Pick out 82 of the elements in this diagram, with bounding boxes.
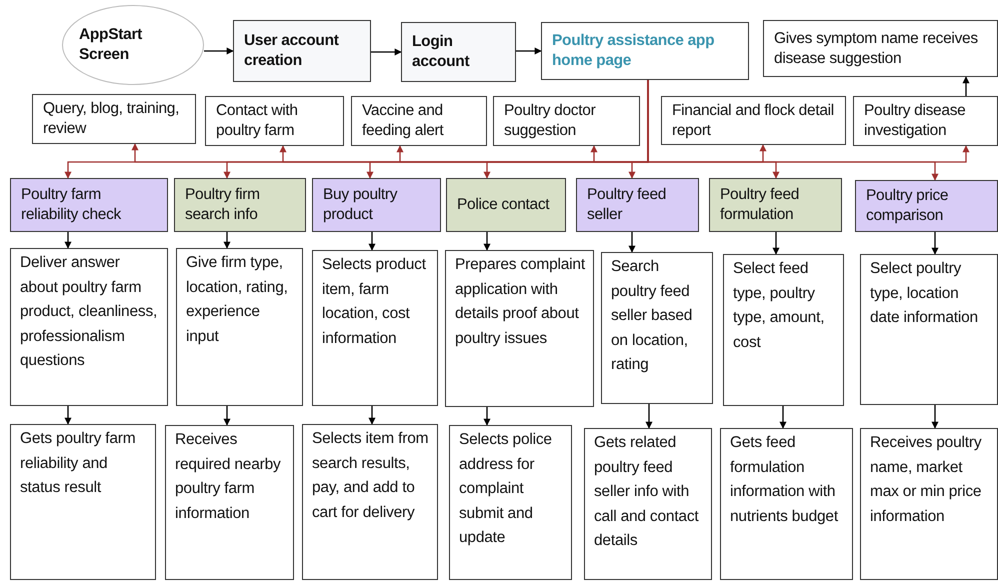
process-box bbox=[584, 428, 712, 580]
node-label: Contact with poultry farm bbox=[216, 101, 299, 141]
process-box bbox=[176, 248, 303, 406]
process-box bbox=[32, 94, 196, 144]
feature-box bbox=[576, 178, 699, 232]
process-box bbox=[723, 254, 844, 406]
arrow bbox=[772, 232, 780, 255]
arrow bbox=[224, 406, 230, 426]
arrow bbox=[64, 406, 72, 425]
node-label: Receives poultry name, market max or min price information bbox=[870, 433, 982, 526]
node-label: AppStart Screen bbox=[79, 25, 144, 65]
node-label: Buy poultry product bbox=[323, 185, 398, 225]
node-label: Select poultry type, location date information bbox=[870, 259, 979, 328]
feature-box bbox=[855, 180, 998, 232]
node-label: Prepares complaint application with details proof about poultry issues bbox=[455, 255, 586, 348]
process-box bbox=[302, 424, 438, 580]
node-label: Poultry doctor suggestion bbox=[504, 101, 596, 141]
feature-box bbox=[10, 178, 168, 232]
arrow bbox=[484, 232, 490, 251]
process-box bbox=[445, 250, 594, 407]
node-label: Select feed type, poultry type, amount, cost bbox=[733, 259, 826, 352]
arrow bbox=[932, 405, 938, 429]
arrow bbox=[368, 232, 376, 251]
process-box bbox=[763, 20, 998, 77]
node-label: Give firm type, location, rating, experience input bbox=[186, 253, 289, 346]
arrow bbox=[368, 406, 376, 425]
process-box bbox=[860, 428, 998, 580]
arrow bbox=[371, 48, 402, 56]
node-label: User account creation bbox=[244, 31, 340, 71]
process-box bbox=[233, 20, 371, 82]
process-box bbox=[10, 248, 168, 406]
process-box bbox=[401, 22, 516, 82]
node-label: Login account bbox=[412, 32, 470, 72]
arrow bbox=[628, 232, 636, 253]
node-label: Gets related poultry feed seller info with call and contact details bbox=[594, 433, 700, 551]
process-box bbox=[351, 96, 487, 146]
process-box bbox=[449, 425, 572, 580]
process-box bbox=[10, 424, 156, 580]
arrow bbox=[516, 48, 542, 54]
process-box bbox=[661, 96, 846, 145]
node-label: Selects product item, farm location, cost information bbox=[322, 255, 427, 348]
node-label: Selects item from search results, pay, and add to cart for delivery bbox=[312, 429, 430, 522]
process-box bbox=[601, 252, 713, 404]
arrow bbox=[646, 404, 652, 429]
node-label: Selects police address for complaint submit and update bbox=[459, 430, 553, 548]
node-label: Poultry farm reliability check bbox=[21, 185, 122, 225]
node-label: Deliver answer about poultry farm product, cleanliness, professionalism questions bbox=[20, 253, 158, 371]
arrow bbox=[962, 76, 970, 96]
node-label: Poultry feed formulation bbox=[720, 185, 800, 225]
process-box bbox=[312, 250, 438, 406]
arrow bbox=[224, 232, 230, 249]
process-box bbox=[205, 96, 344, 146]
arrow bbox=[204, 48, 234, 54]
node-label: Poultry price comparison bbox=[866, 186, 950, 226]
arrow bbox=[647, 80, 938, 181]
node-label: Query, blog, training, review bbox=[43, 99, 180, 139]
process-box bbox=[853, 96, 998, 146]
feature-box bbox=[709, 178, 842, 232]
node-label: Financial and flock detail report bbox=[672, 100, 835, 140]
arrow bbox=[484, 407, 490, 426]
node-label: Police contact bbox=[457, 195, 550, 215]
feature-box bbox=[174, 178, 306, 232]
process-box bbox=[165, 425, 294, 580]
process-box bbox=[720, 428, 853, 580]
node-label: Poultry firm search info bbox=[185, 185, 261, 225]
node-label: Search poultry feed seller based on location, rating bbox=[611, 257, 694, 375]
node-label: Poultry disease investigation bbox=[864, 101, 966, 141]
arrow bbox=[64, 232, 72, 249]
node-label: Gets feed formulation information with nutrients budget bbox=[730, 433, 839, 526]
process-box bbox=[493, 96, 640, 146]
node-label: Poultry assistance app home page bbox=[552, 31, 716, 71]
node-label: Gets poultry farm reliability and status result bbox=[20, 429, 136, 498]
node-label: Vaccine and feeding alert bbox=[362, 101, 444, 141]
node-label: Receives required nearby poultry farm information bbox=[175, 430, 282, 524]
node-label: Gives symptom name receives disease suggestion bbox=[774, 28, 979, 68]
feature-box bbox=[446, 178, 566, 232]
process-box bbox=[860, 254, 998, 405]
arrow bbox=[780, 406, 786, 429]
arrow bbox=[932, 232, 938, 255]
feature-box bbox=[312, 178, 441, 232]
node-label: Poultry feed seller bbox=[587, 185, 668, 225]
process-box bbox=[541, 22, 749, 80]
